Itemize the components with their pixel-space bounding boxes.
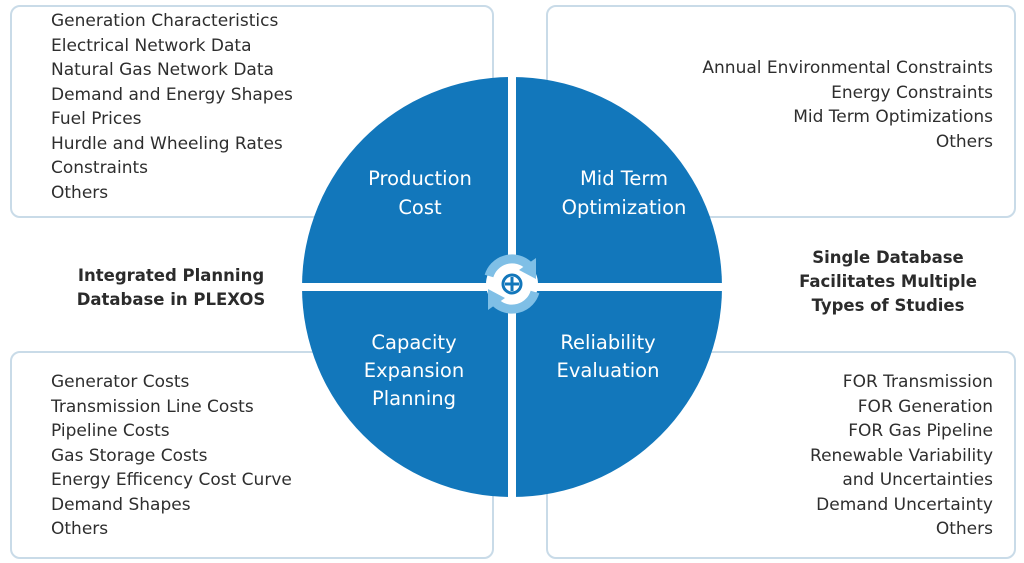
list-item: and Uncertainties xyxy=(842,470,993,490)
caption-line: Single Database xyxy=(812,248,964,267)
bottom-right-list: FOR Transmission FOR Generation FOR Gas … xyxy=(810,370,993,542)
list-item: FOR Transmission xyxy=(842,372,993,392)
list-item: Energy Efficency Cost Curve xyxy=(51,470,292,490)
production-label-line: Cost xyxy=(398,196,442,219)
production-label-line: Production xyxy=(368,167,472,190)
list-item: Pipeline Costs xyxy=(51,421,170,441)
list-item: Demand and Energy Shapes xyxy=(51,84,293,105)
bottom-left-list: Generator Costs Transmission Line Costs … xyxy=(51,370,292,542)
caption-line: Types of Studies xyxy=(811,296,965,315)
mid-term-label-line: Mid Term xyxy=(580,167,668,190)
caption-line: Integrated Planning xyxy=(77,266,265,285)
list-item: Demand Uncertainty xyxy=(816,494,993,515)
list-item: Transmission Line Costs xyxy=(51,396,254,417)
refresh-cycle-icon xyxy=(484,254,540,314)
list-item: Constraints xyxy=(51,158,148,178)
list-item: Others xyxy=(935,519,993,539)
list-item: FOR Gas Pipeline xyxy=(848,421,993,441)
list-item: Gas Storage Costs xyxy=(51,445,208,466)
top-left-list: Generation Characteristics Electrical Ne… xyxy=(51,9,293,205)
production-cost-quadrant xyxy=(302,77,512,287)
list-item: Electrical Network Data xyxy=(51,35,252,56)
list-item: Generator Costs xyxy=(51,372,190,392)
reliability-label-line: Evaluation xyxy=(557,359,660,382)
integrated-planning-caption: Integrated Planning Database in PLEXOS xyxy=(58,264,284,312)
list-item: Annual Environmental Constraints xyxy=(702,58,993,78)
list-item: Mid Term Optimizations xyxy=(793,107,993,127)
list-item: Others xyxy=(51,519,109,539)
reliability-evaluation-quadrant xyxy=(512,287,722,497)
list-item: Others xyxy=(935,131,993,152)
mid-term-optimization-quadrant xyxy=(512,77,722,287)
list-item: Demand Shapes xyxy=(51,494,191,515)
list-item: Others xyxy=(51,182,109,203)
list-item: Energy Constraints xyxy=(831,82,993,103)
caption-line: Facilitates Multiple xyxy=(799,272,977,291)
reliability-label-line: Reliability xyxy=(560,331,655,354)
capacity-label-line: Capacity xyxy=(371,331,456,354)
list-item: Fuel Prices xyxy=(51,109,142,129)
capacity-label-line: Planning xyxy=(372,387,456,410)
caption-line: Database in PLEXOS xyxy=(76,290,266,309)
list-item: FOR Generation xyxy=(857,396,993,417)
top-right-list: Annual Environmental Constraints Energy … xyxy=(702,56,993,154)
capacity-expansion-quadrant xyxy=(302,287,512,497)
list-item: Renewable Variability xyxy=(810,445,993,466)
list-item: Hurdle and Wheeling Rates xyxy=(51,133,283,154)
list-item: Natural Gas Network Data xyxy=(51,60,274,80)
mid-term-label-line: Optimization xyxy=(562,196,687,219)
single-database-caption: Single Database Facilitates Multiple Typ… xyxy=(772,246,1004,318)
capacity-label-line: Expansion xyxy=(364,359,464,382)
list-item: Generation Characteristics xyxy=(51,11,279,31)
